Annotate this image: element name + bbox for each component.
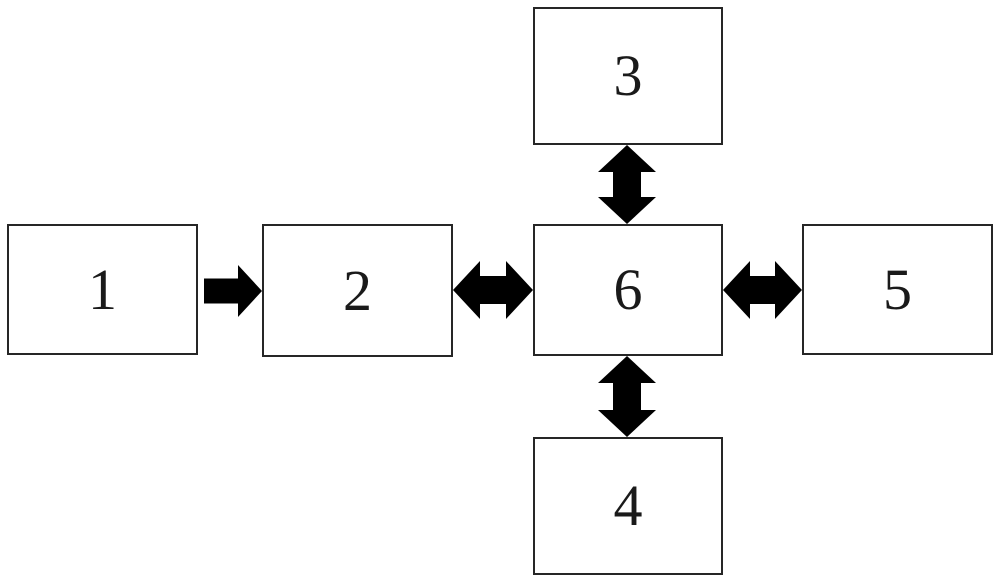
diagram-node-1[interactable]: 1: [7, 224, 198, 355]
diagram-node-3[interactable]: 3: [533, 7, 723, 145]
arrow-node6-to-node4: [598, 356, 656, 437]
diagram-node-4[interactable]: 4: [533, 437, 723, 575]
node-label: 6: [613, 257, 643, 322]
diagram-node-6[interactable]: 6: [533, 224, 723, 356]
node-label: 3: [613, 43, 643, 108]
node-label: 2: [343, 257, 372, 323]
node-label: 4: [613, 473, 643, 538]
arrow-node1-to-node2: [204, 265, 262, 317]
node-label: 5: [883, 256, 912, 322]
diagram-node-2[interactable]: 2: [262, 224, 453, 357]
arrow-node6-to-node5: [723, 261, 802, 319]
arrow-node3-to-node6: [598, 145, 656, 224]
node-label: 1: [88, 256, 117, 322]
diagram-node-5[interactable]: 5: [802, 224, 993, 355]
arrow-node2-to-node6: [453, 261, 533, 319]
